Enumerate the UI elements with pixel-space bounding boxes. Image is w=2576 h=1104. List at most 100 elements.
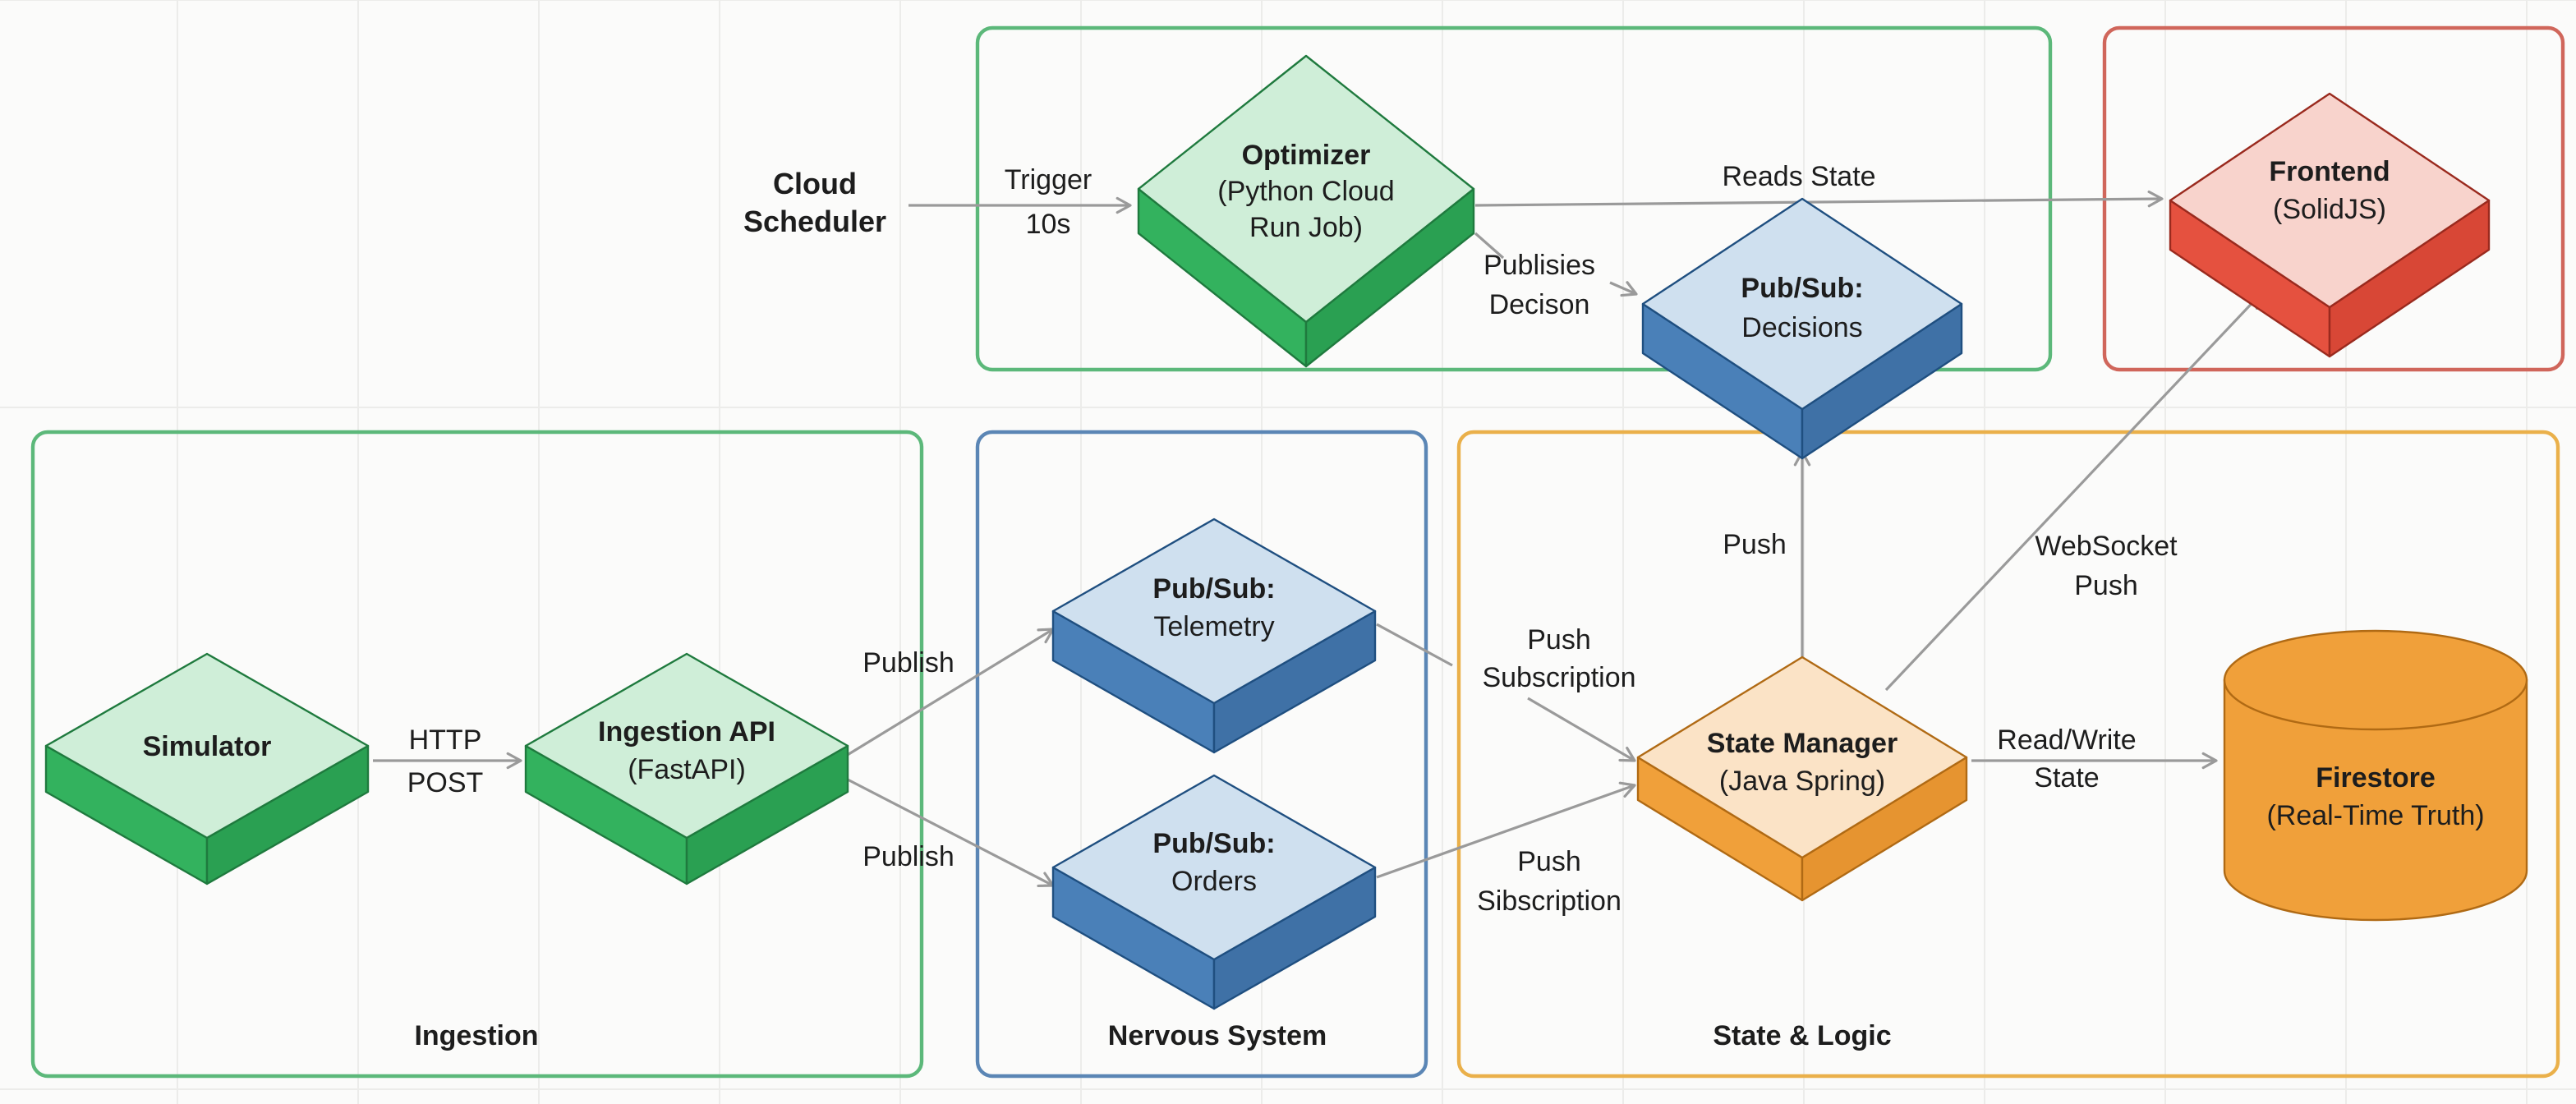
edge-label-line: 10s [1026, 209, 1071, 240]
edge-label-line: POST [407, 767, 484, 798]
simulator-node-label: Simulator [143, 731, 272, 762]
ingestion-group-border [30, 430, 924, 1079]
edge-simulator-to-ingestion [373, 752, 522, 770]
state-manager-node-label: State Manager [1707, 728, 1898, 759]
optimizer-node-label: Optimizer [1242, 140, 1371, 171]
firestore-label: Firestore [2316, 762, 2436, 794]
telemetry-node[interactable]: Pub/Sub: Telemetry [1051, 518, 1377, 754]
simulator-node[interactable]: Simulator [44, 652, 370, 886]
optimizer-node-label: Run Job) [1249, 212, 1363, 243]
edge-label-line: State [2034, 762, 2099, 794]
edge-line [1376, 784, 1635, 879]
edge-label-line: Push [1527, 624, 1591, 656]
edge-state-to-firestore [1971, 752, 2218, 770]
edge-label-line: Reads State [1722, 161, 1875, 192]
edge-optimizer-to-decisions [1474, 232, 1638, 297]
edge-line [1474, 232, 1505, 260]
ingestion-api-node[interactable]: Ingestion API (FastAPI) [524, 652, 849, 886]
edge-labels: Trigger 10s Reads StatePublisiesDecisonHTT… [407, 161, 2178, 917]
ingestion-api-node-label: Ingestion API [598, 716, 775, 748]
telemetry-node-label: Pub/Sub: [1152, 573, 1275, 605]
edge-label-simulator-to-ingestion: HTTP POST [407, 724, 484, 798]
optimizer-to-frontend-arrowhead-icon [2147, 190, 2164, 208]
decisions-node-label: Pub/Sub: [1741, 273, 1863, 304]
firestore-database-icon [2223, 629, 2528, 731]
edge-label-line: Trigger [1005, 164, 1092, 196]
edge-line [845, 628, 1054, 757]
nervous-system-group-border [975, 430, 1428, 1079]
edge-state-to-decisions [1793, 450, 1811, 657]
edge-scheduler-to-optimizer [908, 196, 1132, 214]
orders-to-state-arrowhead-icon [1618, 781, 1636, 798]
edge-orders-to-state [1376, 781, 1636, 879]
telemetry-to-state-arrowhead-icon [1618, 746, 1636, 762]
edges [373, 190, 2262, 888]
orders-node-label: Orders [1171, 866, 1257, 897]
frontend-node[interactable]: Frontend (SolidJS) [2169, 92, 2491, 358]
firestore-cylinder-body [2223, 678, 2528, 922]
orders-node[interactable]: Pub/Sub: Orders [1051, 774, 1377, 1010]
optimizer-node-label: (Python Cloud [1217, 176, 1394, 207]
edge-line [1609, 281, 1637, 296]
ingestion-api-node-label: (FastAPI) [628, 754, 746, 785]
frontend-node-label: (SolidJS) [2273, 194, 2386, 225]
edge-line [1474, 197, 2163, 207]
edge-line [845, 777, 1054, 887]
edge-label-line: Publisies [1484, 250, 1595, 281]
cloud-scheduler-label: Scheduler [743, 205, 886, 238]
edge-label-line: Sibscription [1477, 886, 1622, 917]
edge-label-scheduler-to-optimizer: Trigger 10s [1005, 164, 1092, 240]
edge-line [1376, 623, 1453, 667]
nervous-system-group: Nervous System [975, 430, 1428, 1079]
firestore-database-node[interactable]: Firestore (Real-Time Truth) [2223, 629, 2528, 922]
optimizer-node-top-face [1137, 54, 1475, 324]
ingestion-api-node-top-face [524, 652, 849, 840]
decisions-node-label: Decisions [1741, 312, 1862, 343]
state-to-firestore-arrowhead-icon [2201, 752, 2218, 770]
decisions-node[interactable]: Pub/Sub: Decisions [1641, 197, 1963, 460]
edge-label-line: Subscription [1482, 662, 1635, 693]
state-manager-node-top-face [1636, 656, 1968, 859]
frontend-node-top-face [2169, 92, 2491, 309]
edge-label-line: Read/Write [1997, 724, 2136, 756]
state-logic-group-border [1456, 430, 2560, 1079]
ingestion-group: Ingestion [30, 430, 924, 1079]
state-logic-group-label: State & Logic [1713, 1020, 1891, 1051]
edge-label-line: Publish [862, 841, 954, 872]
edge-line [1884, 292, 2262, 692]
firestore-label: (Real-Time Truth) [2266, 800, 2484, 831]
edge-telemetry-to-state [1376, 623, 1636, 762]
edge-label-line: Decison [1489, 289, 1590, 320]
state-logic-group: State & Logic [1456, 430, 2560, 1079]
orders-node-label: Pub/Sub: [1152, 828, 1275, 859]
frontend-node-label: Frontend [2269, 156, 2390, 187]
simulator-node-top-face [44, 652, 370, 840]
nervous-system-group-label: Nervous System [1108, 1020, 1327, 1051]
edge-label-ingestion-to-orders: Publish [862, 841, 954, 872]
decisions-node-top-face [1641, 197, 1963, 411]
edge-optimizer-to-frontend [1474, 190, 2164, 208]
edge-label-line: WebSocket [2035, 531, 2178, 562]
telemetry-node-label: Telemetry [1153, 611, 1274, 642]
ingestion-group-label: Ingestion [414, 1020, 538, 1051]
state-manager-node-label: (Java Spring) [1719, 766, 1885, 797]
edge-line [1527, 697, 1635, 762]
edge-label-line: HTTP [409, 724, 482, 756]
edge-label-line: Push [1517, 846, 1581, 877]
orders-node-top-face [1051, 774, 1377, 961]
edge-label-state-to-decisions: Push [1723, 529, 1787, 560]
edge-label-line: Publish [862, 647, 954, 678]
optimizer-to-decisions-arrowhead-icon [1620, 281, 1638, 297]
state-manager-node[interactable]: State Manager (Java Spring) [1636, 656, 1968, 902]
edge-label-optimizer-to-frontend: Reads State [1722, 161, 1875, 192]
edge-label-line: Push [1723, 529, 1787, 560]
